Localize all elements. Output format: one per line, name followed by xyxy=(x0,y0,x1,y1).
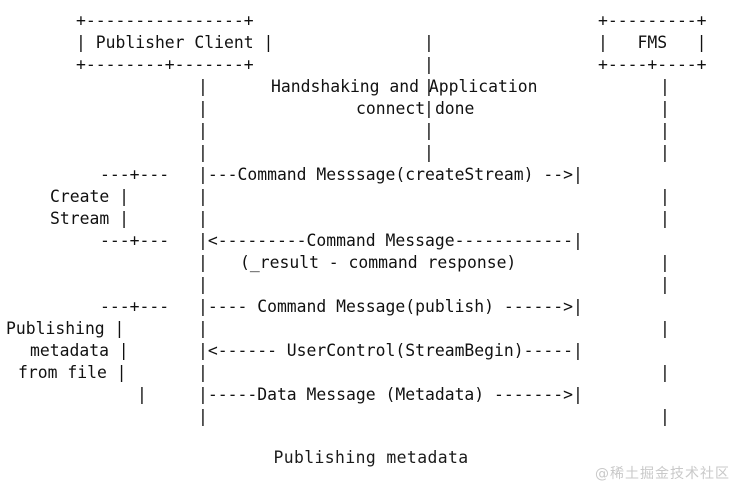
row-label-stream-seg-0: Stream | xyxy=(50,209,129,228)
row-note-1-seg-1: Handshaking and Application xyxy=(271,77,538,96)
row-box-top-seg-0: +----------------+ xyxy=(76,11,254,30)
row-note-1-seg-2: | xyxy=(424,77,434,96)
row-label-create-seg-1: | xyxy=(198,187,208,206)
row-label-fromfile-seg-2: | xyxy=(660,363,670,382)
row-msg-streambegin-seg-1: |<------ UserControl(StreamBegin)-----| xyxy=(198,341,583,360)
row-label-fromfile-seg-0: from file | xyxy=(18,363,127,382)
ascii-sequence-diagram: +----------------+ +---------+ | Publisher… xyxy=(6,11,707,426)
row-msg-streambegin-seg-0: metadata | xyxy=(30,341,129,360)
diagram-caption: Publishing metadata xyxy=(273,448,469,467)
row-label-publishing-seg-1: | xyxy=(198,319,208,338)
row-gap-3-seg-1: | xyxy=(660,275,670,294)
row-gap-2-seg-1: | xyxy=(424,143,434,162)
row-gap-1-seg-0: | xyxy=(198,121,208,140)
row-box-top-seg-1: +---------+ xyxy=(598,11,707,30)
row-label-create-seg-2: | xyxy=(660,187,670,206)
row-result-detail-seg-2: | xyxy=(660,253,670,272)
row-gap-1-seg-1: | xyxy=(424,121,434,140)
row-label-stream-seg-2: | xyxy=(660,209,670,228)
row-msg-metadata-seg-1: |-----Data Message (Metadata) ------->| xyxy=(198,385,583,404)
row-gap-3-seg-0: | xyxy=(198,275,208,294)
row-box-bottom-seg-1: | xyxy=(424,55,434,74)
row-note-2-seg-2: | xyxy=(424,99,434,118)
row-label-publishing-seg-0: Publishing | xyxy=(6,319,125,338)
row-box-label-seg-2: | FMS | xyxy=(598,33,707,52)
row-label-fromfile-seg-1: | xyxy=(198,363,208,382)
row-label-stream-seg-1: | xyxy=(198,209,208,228)
row-box-label-seg-1: | xyxy=(424,33,434,52)
row-msg-createstream-seg-0: ---+--- xyxy=(100,165,170,184)
row-gap-2-seg-2: | xyxy=(660,143,670,162)
row-note-2-seg-3: | xyxy=(660,99,670,118)
row-gap-2-seg-0: | xyxy=(198,143,208,162)
row-note-1-seg-3: | xyxy=(660,77,670,96)
row-msg-publish-seg-0: ---+--- xyxy=(100,297,170,316)
row-box-bottom-seg-0: +--------+-------+ xyxy=(76,55,254,74)
row-note-2-seg-0: | xyxy=(198,99,208,118)
row-note-2-seg-1: connect done xyxy=(356,99,475,118)
row-msg-createstream-seg-1: |---Command Messsage(createStream) -->| xyxy=(198,165,583,184)
watermark: @稀土掘金技术社区 xyxy=(595,466,730,482)
row-msg-publish-seg-1: |---- Command Message(publish) ------>| xyxy=(198,297,583,316)
row-result-detail-seg-1: (_result - command response) xyxy=(240,253,517,272)
row-msg-result-seg-0: ---+--- xyxy=(100,231,170,250)
row-gap-4-seg-1: | xyxy=(660,407,670,426)
row-box-bottom-seg-2: +----+----+ xyxy=(598,55,707,74)
row-gap-1-seg-2: | xyxy=(660,121,670,140)
row-result-detail-seg-0: | xyxy=(198,253,208,272)
row-note-1-seg-0: | xyxy=(198,77,208,96)
row-label-create-seg-0: Create | xyxy=(50,187,129,206)
row-msg-result-seg-1: |<---------Command Message------------| xyxy=(198,231,583,250)
row-gap-4-seg-0: | xyxy=(198,407,208,426)
row-msg-metadata-seg-0: | xyxy=(137,385,147,404)
row-label-publishing-seg-2: | xyxy=(660,319,670,338)
row-box-label-seg-0: | Publisher Client | xyxy=(76,33,274,52)
